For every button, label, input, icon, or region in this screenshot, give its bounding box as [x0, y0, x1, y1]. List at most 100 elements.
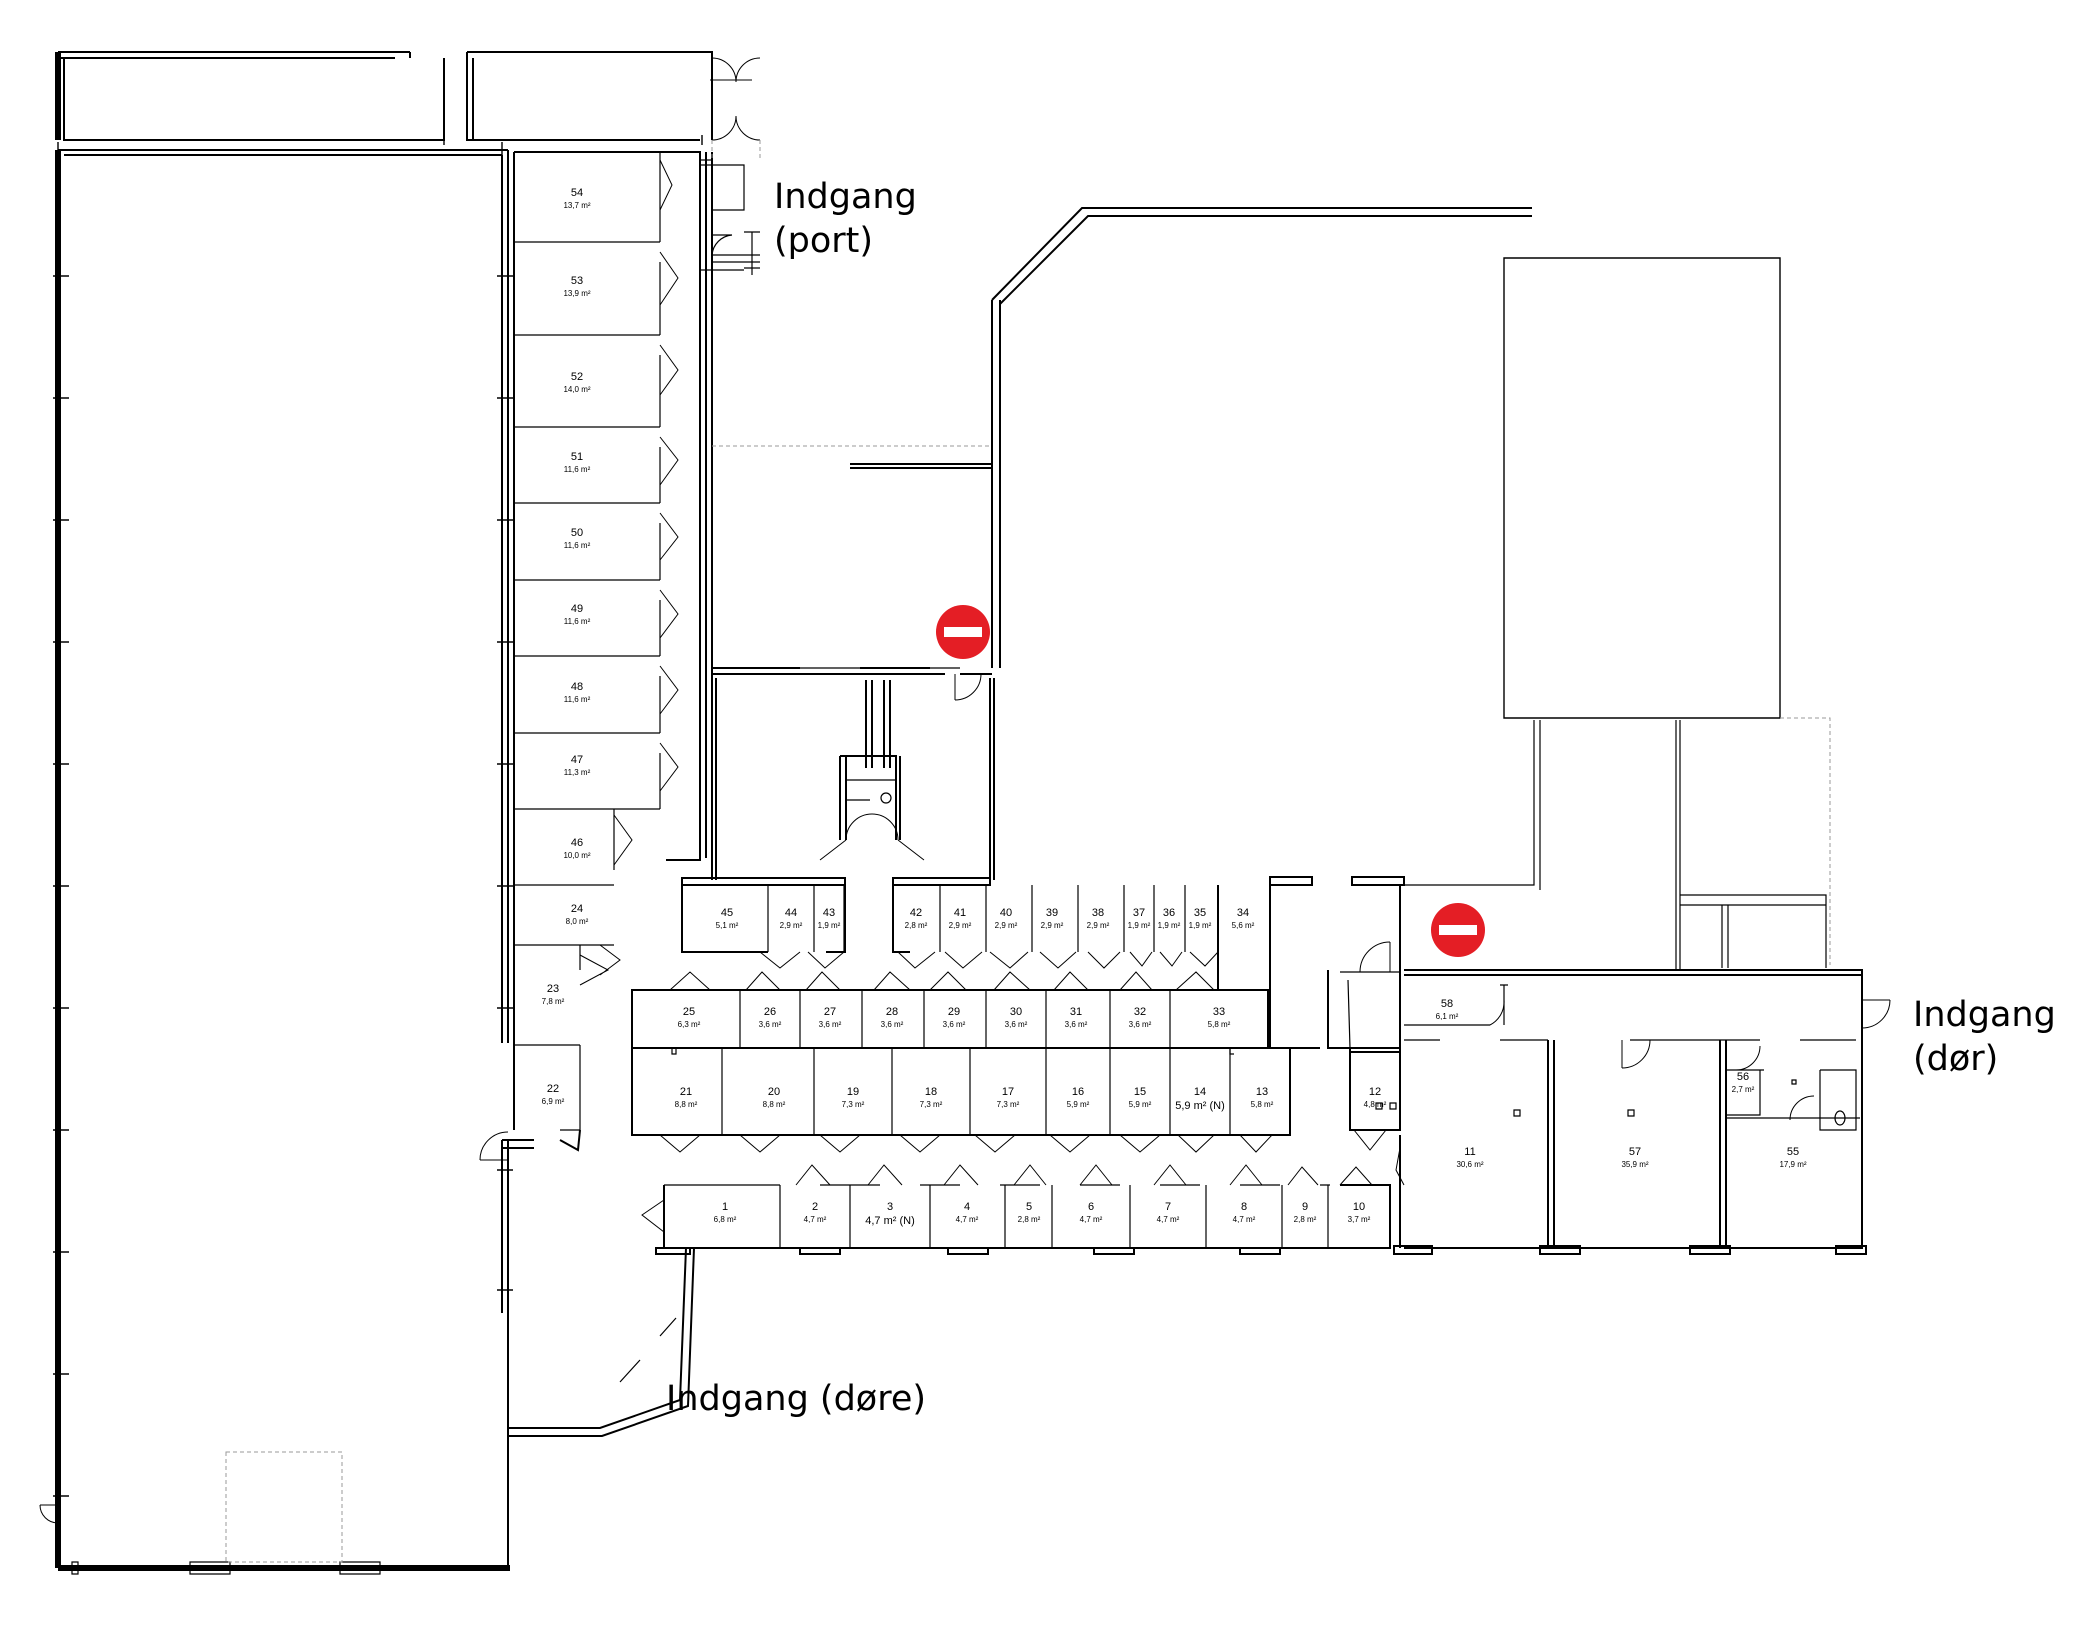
unit-label-33: 335,8 m² — [1208, 1006, 1231, 1029]
unit-number: 23 — [547, 983, 559, 995]
unit-number: 24 — [571, 903, 583, 915]
unit-area: 7,3 m² — [920, 1100, 943, 1109]
unit-label-10: 103,7 m² — [1348, 1201, 1371, 1224]
unit-area: 7,3 m² — [842, 1100, 865, 1109]
unit-number: 25 — [683, 1006, 695, 1018]
unit-label-11: 11 30,6 m² — [1456, 1146, 1483, 1169]
unit-label-3: 34,7 m² (N) — [865, 1201, 915, 1227]
unit-number: 35 — [1194, 907, 1206, 919]
unit-number: 51 — [571, 451, 583, 463]
unit-area: 4,7 m² — [1080, 1215, 1103, 1224]
unit-label-36: 361,9 m² — [1158, 907, 1181, 930]
unit-label-40: 402,9 m² — [995, 907, 1018, 930]
unit-area: 6,3 m² — [678, 1020, 701, 1029]
unit-number: 53 — [571, 275, 583, 287]
unit-label-25: 25 6,3 m² — [678, 1006, 701, 1029]
unit-area: 3,6 m² — [881, 1020, 904, 1029]
unit-number: 13 — [1256, 1086, 1268, 1098]
unit-label-53: 53 13,9 m² — [563, 275, 590, 298]
unit-number: 16 — [1072, 1086, 1084, 1098]
unit-label-26: 263,6 m² — [759, 1006, 782, 1029]
unit-label-9: 9 2,8 m² — [1294, 1201, 1317, 1224]
entrance-door-sublabel: (dør) — [1913, 1039, 1998, 1079]
unit-label-23: 237,8 m² — [542, 983, 565, 1006]
unit-number: 46 — [571, 837, 583, 849]
unit-number: 34 — [1237, 907, 1249, 919]
unit-area: 5,1 m² — [716, 921, 739, 930]
unit-area: 2,9 m² — [780, 921, 803, 930]
unit-label-30: 303,6 m² — [1005, 1006, 1028, 1029]
unit-area: 2,9 m² — [1087, 921, 1110, 930]
unit-label-7: 74,7 m² — [1157, 1201, 1180, 1224]
unit-number: 32 — [1134, 1006, 1146, 1018]
unit-number: 28 — [886, 1006, 898, 1018]
unit-label-14: 145,9 m² (N) — [1175, 1086, 1225, 1112]
unit-label-45: 45 5,1 m² — [716, 907, 739, 930]
unit-number: 54 — [571, 187, 583, 199]
entrance-port-sublabel: (port) — [774, 221, 873, 261]
unit-label-37: 371,9 m² — [1128, 907, 1151, 930]
unit-area: 2,8 m² — [905, 921, 928, 930]
unit-number: 19 — [847, 1086, 859, 1098]
unit-number: 36 — [1163, 907, 1175, 919]
unit-label-12: 124,8 m² — [1364, 1086, 1387, 1109]
unit-area: 30,6 m² — [1456, 1160, 1483, 1169]
unit-number: 57 — [1629, 1146, 1641, 1158]
unit-number: 39 — [1046, 907, 1058, 919]
unit-number: 5 — [1026, 1201, 1032, 1213]
unit-label-38: 382,9 m² — [1087, 907, 1110, 930]
unit-label-21: 21 8,8 m² — [675, 1086, 698, 1109]
unit-label-1: 16,8 m² — [714, 1201, 737, 1224]
unit-area: 17,9 m² — [1779, 1160, 1806, 1169]
unit-label-20: 20 8,8 m² — [763, 1086, 786, 1109]
unit-area: 11,6 m² — [564, 541, 591, 550]
unit-area: 2,8 m² — [1294, 1215, 1317, 1224]
unit-number: 58 — [1441, 998, 1453, 1010]
unit-label-15: 155,9 m² — [1129, 1086, 1152, 1109]
unit-number: 21 — [680, 1086, 692, 1098]
unit-area: 2,7 m² — [1732, 1085, 1755, 1094]
unit-label-8: 8 4,7 m² — [1233, 1201, 1256, 1224]
unit-area: 4,7 m² — [804, 1215, 827, 1224]
unit-number: 1 — [722, 1201, 728, 1213]
unit-number: 48 — [571, 681, 583, 693]
unit-number: 40 — [1000, 907, 1012, 919]
unit-label-18: 18 7,3 m² — [920, 1086, 943, 1109]
unit-label-32: 323,6 m² — [1129, 1006, 1152, 1029]
unit-area: 5,6 m² — [1232, 921, 1255, 930]
unit-number: 20 — [768, 1086, 780, 1098]
unit-area: 8,8 m² — [763, 1100, 786, 1109]
unit-label-5: 52,8 m² — [1018, 1201, 1041, 1224]
unit-number: 44 — [785, 907, 797, 919]
no-entry-icon — [936, 605, 990, 659]
unit-area: 4,7 m² (N) — [865, 1215, 915, 1227]
unit-number: 33 — [1213, 1006, 1225, 1018]
unit-area: 13,9 m² — [563, 289, 590, 298]
unit-number: 41 — [954, 907, 966, 919]
unit-number: 9 — [1302, 1201, 1308, 1213]
unit-area: 4,7 m² — [1233, 1215, 1256, 1224]
unit-area: 4,8 m² — [1364, 1100, 1387, 1109]
unit-area: 5,9 m² — [1129, 1100, 1152, 1109]
unit-number: 52 — [571, 371, 583, 383]
unit-area: 1,9 m² — [818, 921, 841, 930]
unit-area: 7,3 m² — [997, 1100, 1020, 1109]
unit-label-58: 586,1 m² — [1436, 998, 1459, 1021]
unit-number: 45 — [721, 907, 733, 919]
unit-number: 8 — [1241, 1201, 1247, 1213]
unit-area: 11,6 m² — [564, 695, 591, 704]
unit-number: 26 — [764, 1006, 776, 1018]
unit-number: 18 — [925, 1086, 937, 1098]
unit-area: 8,0 m² — [566, 917, 589, 926]
unit-number: 11 — [1464, 1146, 1475, 1158]
unit-area: 8,8 m² — [675, 1100, 698, 1109]
unit-area: 6,9 m² — [542, 1097, 565, 1106]
unit-label-4: 44,7 m² — [956, 1201, 979, 1224]
